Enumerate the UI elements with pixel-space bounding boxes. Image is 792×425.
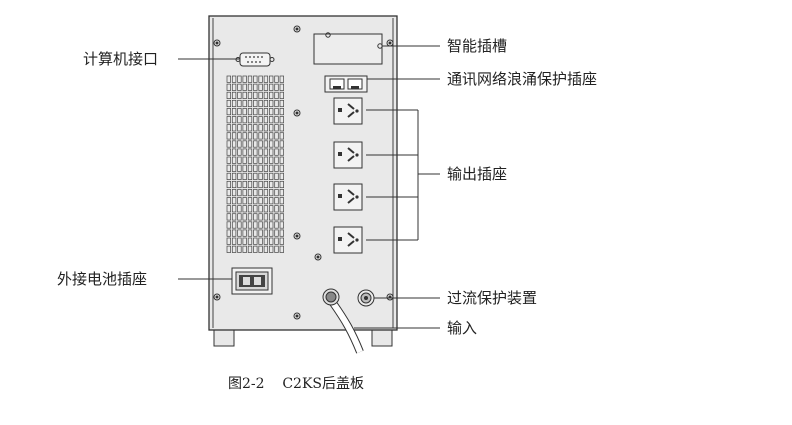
label-input: 输入	[447, 319, 477, 337]
input-cable-icon	[322, 288, 364, 354]
network-surge-ports-icon	[324, 75, 368, 93]
ventilation-grid	[226, 75, 284, 253]
output-socket-icon	[333, 226, 363, 254]
right-foot	[371, 327, 393, 347]
output-sockets-group	[333, 97, 363, 254]
callout-lines	[178, 45, 440, 329]
output-socket-icon	[333, 97, 363, 125]
output-socket-icon	[333, 183, 363, 211]
smart-slot-icon	[313, 32, 383, 65]
screw-icons	[213, 25, 394, 320]
computer-port-icon	[235, 52, 275, 67]
label-external-battery: 外接电池插座	[57, 270, 147, 288]
label-computer-port: 计算机接口	[83, 50, 158, 68]
label-output-sockets: 输出插座	[447, 165, 507, 183]
left-foot	[213, 327, 235, 347]
label-network-surge: 通讯网络浪涌保护插座	[447, 70, 597, 88]
label-smart-slot: 智能插槽	[447, 37, 507, 55]
figure-caption: 图2-2 C2KS后盖板	[228, 376, 364, 392]
output-socket-icon	[333, 141, 363, 169]
battery-socket-icon	[231, 267, 273, 295]
overcurrent-protector-icon	[357, 289, 375, 307]
label-overcurrent: 过流保护装置	[447, 289, 537, 307]
